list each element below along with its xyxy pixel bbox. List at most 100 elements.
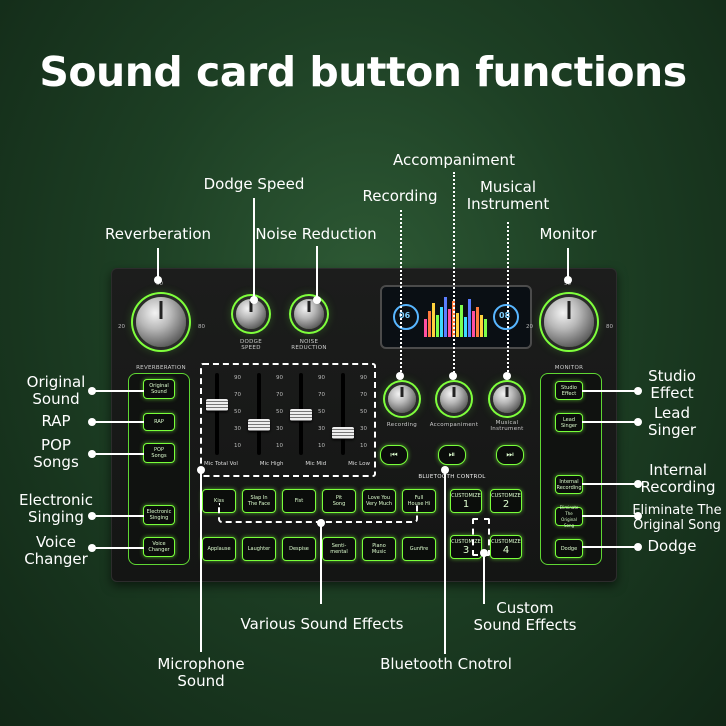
mic-total-vol-fader[interactable] <box>206 399 228 411</box>
fader-label: Mic Mid <box>305 461 327 467</box>
fader-scale-tick: 50 <box>234 409 241 415</box>
accompaniment-knob[interactable] <box>440 385 468 413</box>
callout-bluetooth-control: Bluetooth Cnotrol <box>380 655 512 673</box>
eq-bar <box>456 313 459 337</box>
fader-track <box>215 373 219 455</box>
fader-scale-tick: 10 <box>276 443 283 449</box>
eq-bar <box>460 305 463 337</box>
sound-effect-button[interactable]: Senti-mental <box>322 537 356 561</box>
fader-track <box>257 373 261 455</box>
recording-knob-label: Recording <box>386 422 418 428</box>
fader-scale-tick: 70 <box>276 392 283 398</box>
callout-monitor: Monitor <box>539 225 597 243</box>
reverberation-knob-label: REVERBERATION <box>136 365 186 371</box>
dodge-button[interactable]: Dodge <box>555 539 583 558</box>
callout-reverberation: Reverberation <box>104 225 212 243</box>
fader-scale-tick: 70 <box>234 392 241 398</box>
eq-bar <box>444 297 447 337</box>
mic-fader-section <box>200 363 376 477</box>
fader-label: Mic Low <box>348 461 370 467</box>
fader-scale-tick: 10 <box>234 443 241 449</box>
sound-effect-button[interactable]: Despise <box>282 537 316 561</box>
noise-reduction-knob[interactable] <box>294 299 324 329</box>
callout-recording: Recording <box>362 187 438 205</box>
fader-scale-tick: 70 <box>318 392 325 398</box>
knob-tick: 20 <box>526 324 533 330</box>
bluetooth-play-pause-button[interactable]: ⏯ <box>438 445 466 465</box>
sound-effect-button[interactable]: Laughter <box>242 537 276 561</box>
eq-bar <box>440 307 443 337</box>
eq-bar <box>480 315 483 337</box>
recording-knob[interactable] <box>388 385 416 413</box>
dodge-speed-knob[interactable] <box>236 299 266 329</box>
fader-scale-tick: 90 <box>318 375 325 381</box>
eq-bar <box>436 315 439 337</box>
eq-bar <box>484 319 487 337</box>
fader-scale-tick: 70 <box>360 392 367 398</box>
musical-instrument-knob[interactable] <box>493 385 521 413</box>
fader-track <box>341 373 345 455</box>
mic-mid-fader[interactable] <box>290 409 312 421</box>
eq-bar <box>472 311 475 337</box>
knob-tick: 80 <box>606 324 613 330</box>
eq-bar <box>424 319 427 337</box>
callout-dodge-speed: Dodge Speed <box>203 175 305 193</box>
headline: Sound card button functions <box>39 48 687 96</box>
eq-bar <box>476 307 479 337</box>
sound-effect-button[interactable]: Fist <box>282 489 316 513</box>
sound-effect-button[interactable]: Gunfire <box>402 537 436 561</box>
knob-tick: 80 <box>198 324 205 330</box>
callout-rap: RAP <box>41 412 71 430</box>
bluetooth-prev-button[interactable]: ⏮ <box>380 445 408 465</box>
fader-scale-tick: 10 <box>360 443 367 449</box>
eq-bar <box>468 299 471 337</box>
fader-scale-tick: 90 <box>360 375 367 381</box>
mic-low-fader[interactable] <box>332 427 354 439</box>
mic-high-fader[interactable] <box>248 419 270 431</box>
screen-left-number: 06 <box>399 311 411 320</box>
fader-label: Mic High <box>259 461 284 467</box>
sound-effect-button[interactable]: Applause <box>202 537 236 561</box>
bluetooth-next-button[interactable]: ⏭ <box>496 445 524 465</box>
right-button-panel <box>540 373 602 565</box>
knob-tick: 50 <box>156 281 163 287</box>
accompaniment-knob-label: Accompaniment <box>429 422 479 428</box>
screen-right-number: 08 <box>499 311 511 320</box>
fader-scale-tick: 30 <box>360 426 367 432</box>
fader-scale-tick: 30 <box>276 426 283 432</box>
callout-various-sound-effects: Various Sound Effects <box>240 615 404 633</box>
callout-dodge: Dodge <box>647 537 697 555</box>
reverberation-knob[interactable] <box>136 297 186 347</box>
rap-button[interactable]: RAP <box>143 413 175 431</box>
monitor-knob[interactable] <box>544 297 594 347</box>
